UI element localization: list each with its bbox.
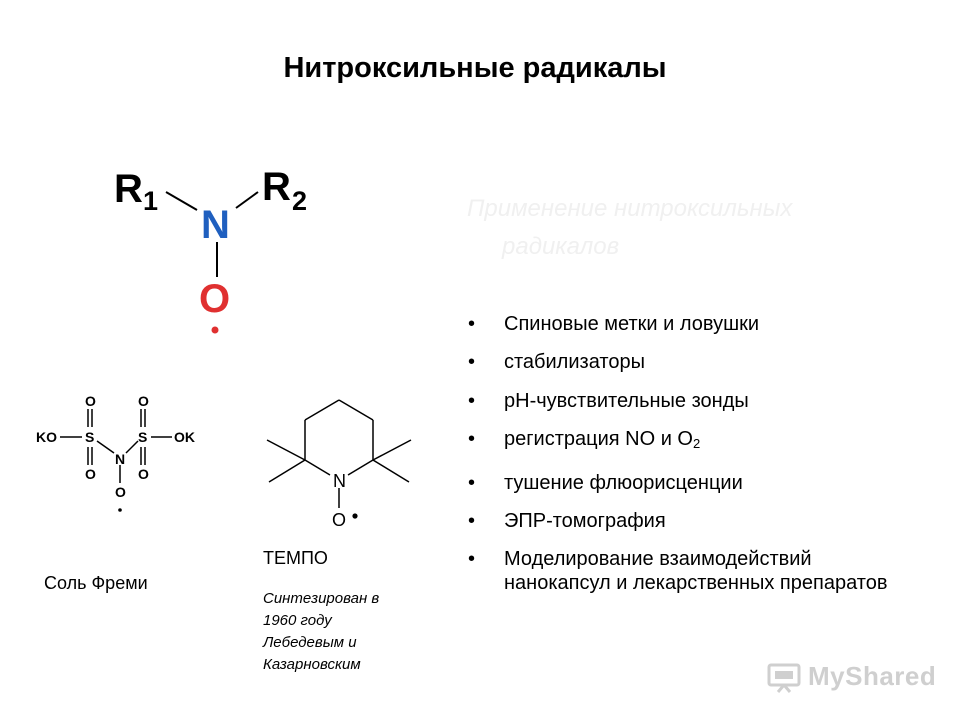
tempo-label: ТЕМПО [263,548,328,568]
oxygen-atom: O [199,277,230,321]
oxygen-atom: O [85,393,96,409]
oxygen-atom: O [115,484,126,500]
r2-subscript: 2 [292,186,307,216]
r2-label: R [262,165,291,209]
nitrogen-atom: N [115,451,125,467]
oxygen-atom: O [332,510,346,530]
r1-label: R [114,167,143,211]
ok-group: OK [174,429,195,445]
list-item: регистрация NO и O2 [468,427,960,456]
watermark: MyShared [766,656,936,696]
applications-subtitle: Применение нитроксильных радикалов [467,190,887,266]
list-item: тушение флюорисценции [468,471,960,495]
tempo-synthesis-note: Синтезирован в 1960 году Лебедевым и Каз… [263,590,380,673]
list-item: Спиновые метки и ловушки [468,312,960,336]
fremy-salt-structure: KO O S O O S O OK N O [30,385,230,530]
applications-list: Спиновые метки и ловушки стабилизаторы p… [468,312,960,610]
nitrogen-atom: N [201,203,230,247]
list-item: ЭПР-томография [468,509,960,533]
oxygen-atom: O [85,466,96,482]
slide-title: Нитроксильные радикалы [283,52,667,84]
sulfur-atom: S [85,429,94,445]
ko-group: KO [36,429,57,445]
sulfur-atom: S [138,429,147,445]
radical-dot [211,326,219,334]
projector-icon [767,663,801,693]
radical-dot [118,508,122,512]
list-item: pH-чувствительные зонды [468,389,960,413]
subtitle-line-1: Применение нитроксильных [467,195,793,222]
r1-subscript: 1 [143,186,158,216]
oxygen-atom: O [138,466,149,482]
subtitle-line-2: радикалов [502,233,620,260]
oxygen-atom: O [138,393,149,409]
radical-dot [352,513,358,519]
nitrogen-atom: N [333,471,346,491]
list-item: стабилизаторы [468,350,960,374]
watermark-text: MyShared [808,660,937,691]
nitroxide-general-structure: R 1 R 2 N O [100,150,340,355]
fremy-salt-label: Соль Фреми [44,573,148,593]
tempo-structure: N O [255,390,425,555]
